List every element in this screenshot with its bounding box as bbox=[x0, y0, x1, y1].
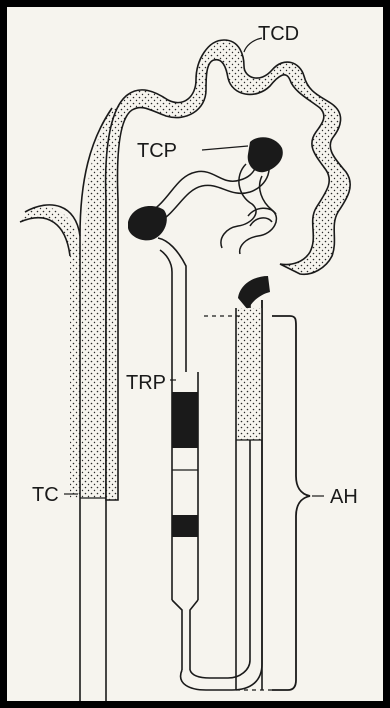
nephron-diagram: TCD TCP TRP TC AH bbox=[7, 7, 383, 701]
diagram-frame: TCD TCP TRP TC AH bbox=[7, 7, 383, 701]
label-tcd: TCD bbox=[258, 23, 299, 45]
label-tc: TC bbox=[32, 484, 59, 506]
loop-descending-limb bbox=[158, 238, 198, 670]
ascending-stippled-segment bbox=[236, 308, 262, 440]
collecting-tubule-stippled bbox=[20, 207, 80, 498]
tcp-leader bbox=[202, 146, 248, 150]
glomerular-caps bbox=[128, 137, 283, 310]
label-trp: TRP bbox=[126, 372, 166, 394]
label-tcp: TCP bbox=[137, 140, 177, 162]
loop-ascending-limb bbox=[181, 300, 262, 690]
distal-convoluted-tubule bbox=[106, 40, 351, 500]
descending-band-2 bbox=[172, 515, 198, 537]
collecting-tubule-duct bbox=[80, 100, 130, 498]
descending-band-1 bbox=[172, 392, 198, 448]
label-ah: AH bbox=[330, 486, 358, 508]
ah-brace bbox=[272, 316, 310, 690]
